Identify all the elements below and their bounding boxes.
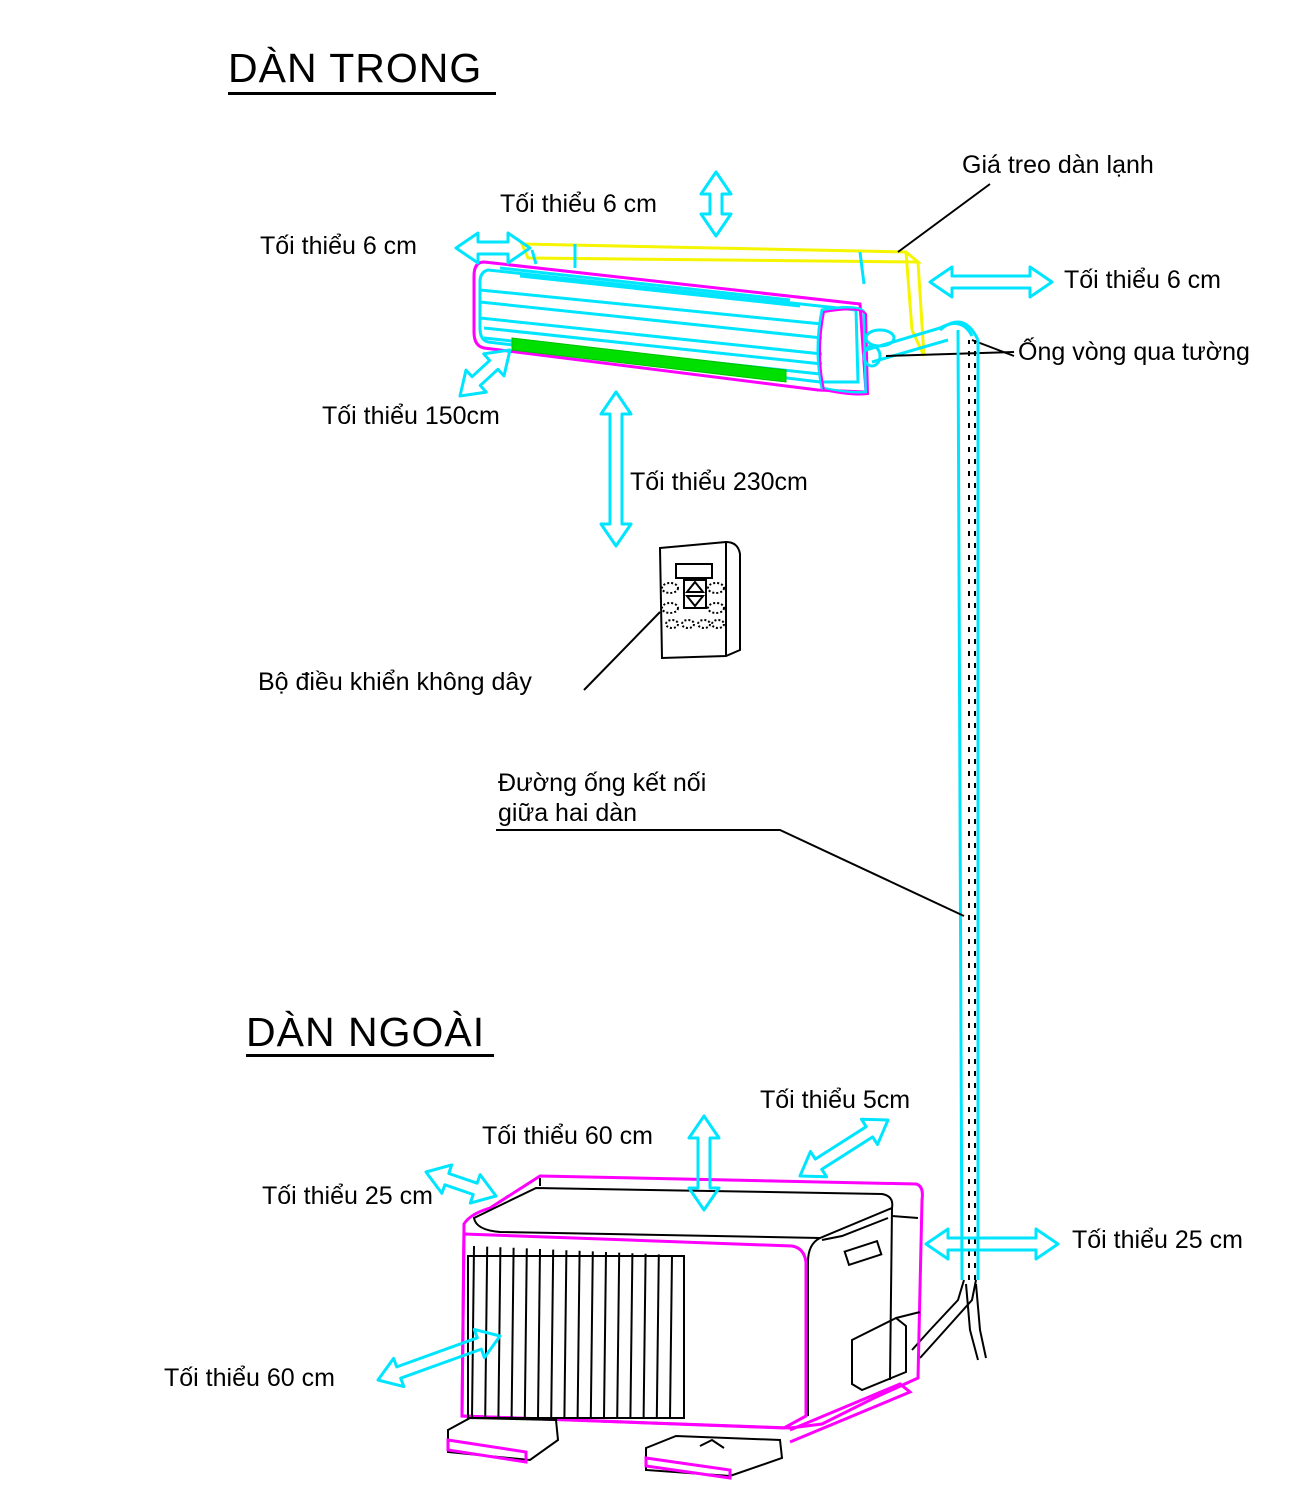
label-remote-control: Bộ điều khiển không dây <box>258 668 532 696</box>
outdoor-unit-outline <box>460 1174 924 1430</box>
label-outdoor-back-clearance: Tối thiểu 5cm <box>760 1086 911 1114</box>
fan-grille <box>471 1245 673 1419</box>
grille-slat <box>589 1251 594 1419</box>
arrow-outdoor-front <box>376 1327 502 1389</box>
bracket-clips <box>530 244 866 285</box>
arrow-indoor-top <box>699 170 733 238</box>
arrow-indoor-right <box>928 265 1054 299</box>
remote-control <box>583 540 741 691</box>
grille-slat <box>576 1250 581 1419</box>
label-indoor-right-clearance: Tối thiểu 6 cm <box>1064 266 1222 294</box>
outdoor-unit <box>446 1174 924 1480</box>
heading-indoor-unit: DÀN TRONG <box>228 45 483 91</box>
grille-slat <box>510 1247 515 1419</box>
arrow-indoor-left <box>454 231 532 265</box>
clearance-arrows <box>376 170 1060 1389</box>
grille-slat <box>655 1254 660 1419</box>
arrow-indoor-front <box>458 348 512 398</box>
label-indoor-floor-clearance: Tối thiểu 230cm <box>630 468 808 496</box>
grille-slat <box>523 1248 528 1419</box>
grille-slat <box>629 1253 634 1419</box>
grille-slat <box>603 1251 607 1419</box>
grille-slat <box>669 1254 673 1419</box>
label-indoor-front-clearance: Tối thiểu 150cm <box>322 402 500 430</box>
heading-indoor-underline <box>228 92 496 95</box>
arrow-outdoor-top <box>687 1114 721 1212</box>
indoor-unit <box>472 183 1015 396</box>
air-outlet-vent <box>511 337 787 383</box>
label-indoor-top-clearance: Tối thiểu 6 cm <box>500 190 658 218</box>
label-indoor-left-clearance: Tối thiểu 6 cm <box>260 232 418 260</box>
mounting-feet <box>447 1416 784 1478</box>
label-connecting-pipe-line2: giữa hai dàn <box>498 799 638 827</box>
heading-outdoor-unit: DÀN NGOÀI <box>246 1009 486 1055</box>
arrow-outdoor-left <box>424 1163 498 1205</box>
label-wall-bracket: Giá treo dàn lạnh <box>962 151 1154 179</box>
label-connecting-pipe: Đường ống kết nối giữa hai dàn <box>498 768 706 828</box>
arrow-outdoor-back <box>798 1117 890 1179</box>
arrow-indoor-floor <box>599 390 633 548</box>
grille-slat <box>537 1248 541 1419</box>
heading-outdoor-underline <box>246 1054 494 1057</box>
label-outdoor-front-clearance: Tối thiểu 60 cm <box>164 1364 335 1392</box>
grille-slat <box>616 1252 621 1419</box>
label-outdoor-left-clearance: Tối thiểu 25 cm <box>262 1182 433 1210</box>
arrow-outdoor-right <box>924 1227 1060 1261</box>
label-outdoor-top-clearance: Tối thiểu 60 cm <box>482 1122 653 1150</box>
label-connecting-pipe-line1: Đường ống kết nối <box>498 769 707 797</box>
label-outdoor-right-clearance: Tối thiểu 25 cm <box>1072 1226 1243 1254</box>
grille-slat <box>642 1253 647 1419</box>
grille-slat <box>471 1245 475 1419</box>
connecting-pipe <box>496 320 987 1361</box>
grille-slat <box>563 1250 568 1419</box>
label-wall-pipe: Ống vòng qua tường <box>1018 338 1250 366</box>
grille-slat <box>497 1247 502 1419</box>
grille-slat <box>550 1249 555 1419</box>
